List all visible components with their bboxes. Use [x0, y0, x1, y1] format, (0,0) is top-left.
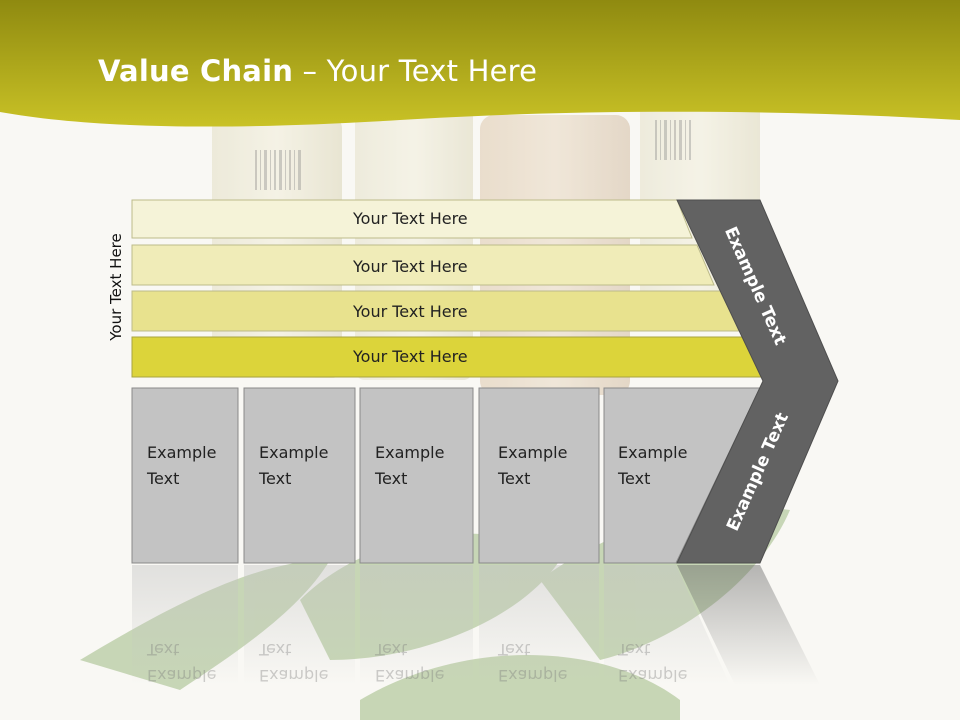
box-4-text: Example Text	[498, 440, 567, 492]
box-3-text: Example Text	[375, 440, 444, 492]
band-1-shape	[131, 199, 693, 239]
box-3-reflection-line-1: Example	[375, 666, 445, 685]
box-1-line-2: Text	[147, 469, 180, 488]
box-1-reflection-text: Example Text	[147, 636, 216, 688]
box-1-line-1: Example	[147, 443, 217, 462]
box-5-shape	[603, 387, 761, 564]
box-1-shape	[131, 387, 239, 564]
box-5-reflection-line-1: Example	[618, 666, 688, 685]
box-2-reflection-line-1: Example	[259, 666, 329, 685]
band-3-label: Your Text Here	[353, 302, 468, 321]
box-4-shape	[478, 387, 600, 564]
box-5-line-2: Text	[618, 469, 651, 488]
box-4-line-1: Example	[498, 443, 568, 462]
box-3-reflection-line-2: Text	[375, 640, 408, 659]
boxes-reflection	[132, 565, 820, 685]
box-4-line-2: Text	[498, 469, 531, 488]
box-4-reflection-line-2: Text	[498, 640, 531, 659]
box-2-reflection-line-2: Text	[259, 640, 292, 659]
box-3-shape	[359, 387, 474, 564]
box-3-reflection-text: Example Text	[375, 636, 444, 688]
box-2-line-2: Text	[259, 469, 292, 488]
title-bold: Value Chain	[98, 54, 294, 88]
box-2-line-1: Example	[259, 443, 329, 462]
box-5-reflection-line-2: Text	[618, 640, 651, 659]
box-2-reflection-text: Example Text	[259, 636, 328, 688]
box-5-reflection-text: Example Text	[618, 636, 687, 688]
box-1-reflection-line-2: Text	[147, 640, 180, 659]
box-3-line-1: Example	[375, 443, 445, 462]
box-5-line-1: Example	[618, 443, 688, 462]
box-4-reflection-line-1: Example	[498, 666, 568, 685]
box-2-text: Example Text	[259, 440, 328, 492]
box-1-reflection-line-1: Example	[147, 666, 217, 685]
band-4-label: Your Text Here	[353, 347, 468, 366]
box-5-text: Example Text	[618, 440, 687, 492]
box-4-reflection-text: Example Text	[498, 636, 567, 688]
title-rest: – Your Text Here	[293, 54, 538, 88]
band-2-label: Your Text Here	[353, 257, 468, 276]
box-1-text: Example Text	[147, 440, 216, 492]
box-3-line-2: Text	[375, 469, 408, 488]
chevron-shape	[676, 199, 839, 564]
box-2-shape	[243, 387, 356, 564]
band-1-label: Your Text Here	[353, 209, 468, 228]
page-title: Value Chain – Your Text Here	[98, 54, 537, 88]
header-band	[0, 0, 960, 127]
band-2-shape	[131, 244, 715, 286]
